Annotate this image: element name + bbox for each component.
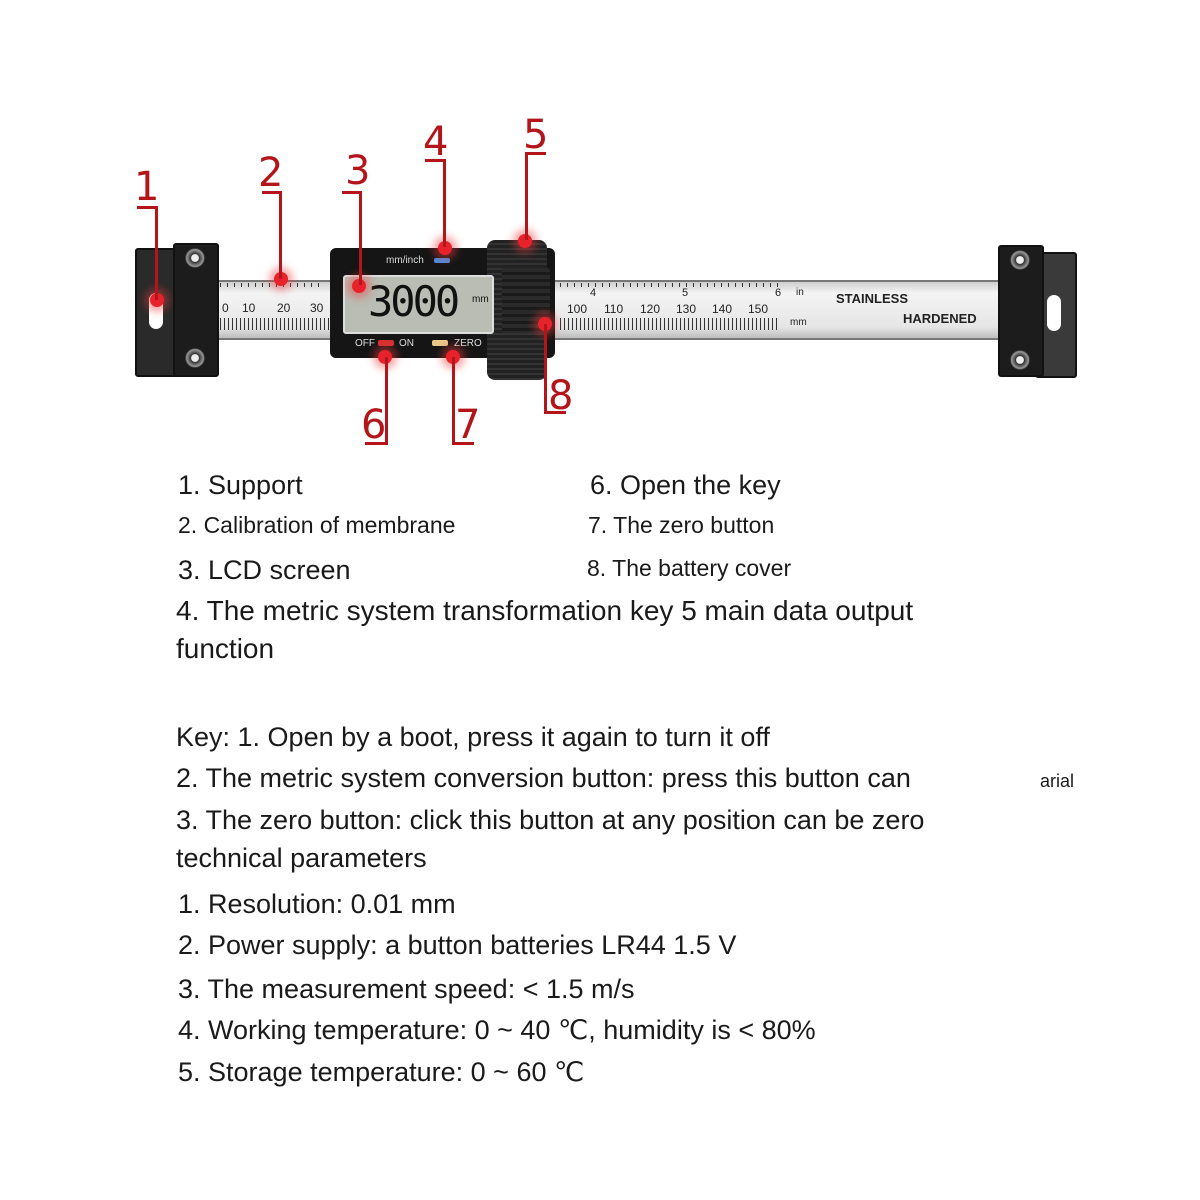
callout-number-8: 8 (548, 373, 574, 419)
off-label: OFF (355, 338, 375, 349)
inch-ticks-right (560, 283, 778, 287)
part-label: 4. The metric system transformation key … (176, 595, 914, 626)
key-line: technical parameters (176, 843, 427, 873)
part-label: 2. Calibration of membrane (178, 512, 456, 538)
key-line: Key: 1. Open by a boot, press it again t… (176, 722, 770, 752)
mounting-slot (1047, 295, 1061, 331)
callout-dot-5 (518, 234, 532, 248)
callout-number-1: 1 (134, 164, 160, 210)
leader-line-2 (262, 191, 282, 194)
hardened-label: HARDENED (903, 311, 977, 326)
screw-icon (1010, 350, 1030, 370)
leader-line-1 (155, 206, 158, 300)
leader-line-3 (359, 191, 362, 285)
spec-line: 4. Working temperature: 0 ~ 40 ℃, humidi… (178, 1015, 816, 1045)
callout-dot-3 (352, 279, 366, 293)
inch-ticks-left (220, 283, 325, 287)
mode-button[interactable] (434, 258, 450, 263)
stainless-label: STAINLESS (836, 291, 908, 306)
part-label: 6. Open the key (590, 470, 781, 500)
inch-label: 5 (682, 287, 689, 299)
zero-button[interactable] (432, 340, 448, 346)
leader-line-5 (525, 152, 528, 240)
part-label: 8. The battery cover (587, 555, 792, 581)
callout-dot-4 (438, 241, 452, 255)
leader-line-1 (137, 206, 157, 209)
callout-number-3: 3 (345, 148, 371, 194)
inch-label: 4 (590, 287, 597, 299)
scale-label: 30 (310, 301, 324, 315)
leader-line-2 (279, 191, 282, 279)
screw-icon (1010, 250, 1030, 270)
on-label: ON (399, 338, 414, 349)
callout-number-2: 2 (258, 150, 284, 196)
leader-line-8 (544, 324, 547, 414)
zero-label: ZERO (454, 338, 482, 349)
scale-label: 110 (604, 302, 624, 316)
lcd-reading: 3000 (368, 277, 460, 326)
leader-line-7 (452, 442, 474, 445)
mode-label: mm/inch (386, 255, 424, 266)
callout-number-7: 7 (455, 402, 481, 448)
callout-number-4: 4 (423, 119, 449, 165)
key-line: 3. The zero button: click this button at… (176, 805, 925, 835)
spec-line: 3. The measurement speed: < 1.5 m/s (178, 974, 635, 1004)
leader-line-8 (544, 411, 566, 414)
overlay-text: arial (1040, 771, 1075, 791)
leader-line-6 (385, 357, 388, 445)
callout-number-6: 6 (361, 402, 387, 448)
ruler-ticks-left (220, 318, 330, 330)
scale-label: 130 (676, 302, 697, 316)
callout-number-5: 5 (523, 112, 549, 158)
leader-line-6 (365, 442, 388, 445)
leader-line-4 (425, 159, 446, 162)
part-label: 1. Support (178, 470, 303, 500)
callout-dot-2 (274, 272, 288, 286)
callout-dot-1 (150, 293, 164, 307)
leader-line-7 (452, 357, 455, 445)
scale-label: 100 (567, 302, 588, 316)
leader-line-3 (342, 191, 362, 194)
key-line: 2. The metric system conversion button: … (176, 763, 911, 793)
spec-line: 2. Power supply: a button batteries LR44… (178, 930, 737, 960)
leader-line-4 (443, 159, 446, 247)
screw-icon (185, 348, 205, 368)
part-label: function (176, 633, 275, 664)
scale-label: 120 (640, 302, 661, 316)
ruler-ticks-right (560, 318, 778, 330)
inch-label: 6 (775, 287, 782, 299)
lcd-unit: mm (472, 294, 489, 305)
lcd-screen (343, 275, 494, 334)
leader-line-5 (525, 152, 546, 155)
spec-line: 1. Resolution: 0.01 mm (178, 889, 456, 919)
inch-unit: in (796, 287, 804, 298)
scale-label: 20 (277, 301, 291, 315)
power-button[interactable] (378, 340, 394, 346)
scale-label: 150 (748, 302, 769, 316)
screw-icon (185, 248, 205, 268)
scale-label: 10 (242, 301, 256, 315)
mm-unit: mm (790, 317, 807, 328)
scale-label: 0 (222, 301, 229, 315)
spec-line: 5. Storage temperature: 0 ~ 60 ℃ (178, 1057, 585, 1087)
part-label: 7. The zero button (588, 512, 775, 538)
part-label: 3. LCD screen (178, 555, 351, 585)
scale-label: 140 (712, 302, 733, 316)
